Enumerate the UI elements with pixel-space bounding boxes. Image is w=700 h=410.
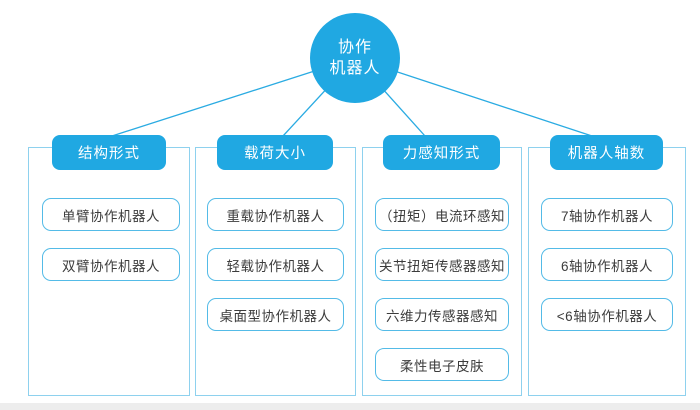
- item-single-arm-cobot: 单臂协作机器人: [42, 198, 180, 231]
- category-header-structure: 结构形式: [52, 135, 166, 170]
- item-heavy-load-cobot: 重载协作机器人: [207, 198, 344, 231]
- category-header-load: 载荷大小: [217, 135, 333, 170]
- item-torque-current-loop: （扭矩）电流环感知: [375, 198, 509, 231]
- item-6-axis-cobot: 6轴协作机器人: [541, 248, 673, 281]
- root-node-cobot: 协作 机器人: [310, 13, 400, 103]
- bottom-gray-strip: [0, 403, 700, 410]
- item-six-axis-force-sensor: 六维力传感器感知: [375, 298, 509, 331]
- item-joint-torque-sensor: 关节扭矩传感器感知: [375, 248, 509, 281]
- root-label-line1: 协作: [337, 39, 372, 56]
- item-dual-arm-cobot: 双臂协作机器人: [42, 248, 180, 281]
- category-header-axes: 机器人轴数: [550, 135, 663, 170]
- item-light-load-cobot: 轻载协作机器人: [207, 248, 344, 281]
- item-desktop-cobot: 桌面型协作机器人: [207, 298, 344, 331]
- item-7-axis-cobot: 7轴协作机器人: [541, 198, 673, 231]
- item-flexible-electronic-skin: 柔性电子皮肤: [375, 348, 509, 381]
- item-under-6-axis-cobot: <6轴协作机器人: [541, 298, 673, 331]
- root-label-line2: 机器人: [329, 60, 381, 77]
- category-header-force-sensing: 力感知形式: [383, 135, 500, 170]
